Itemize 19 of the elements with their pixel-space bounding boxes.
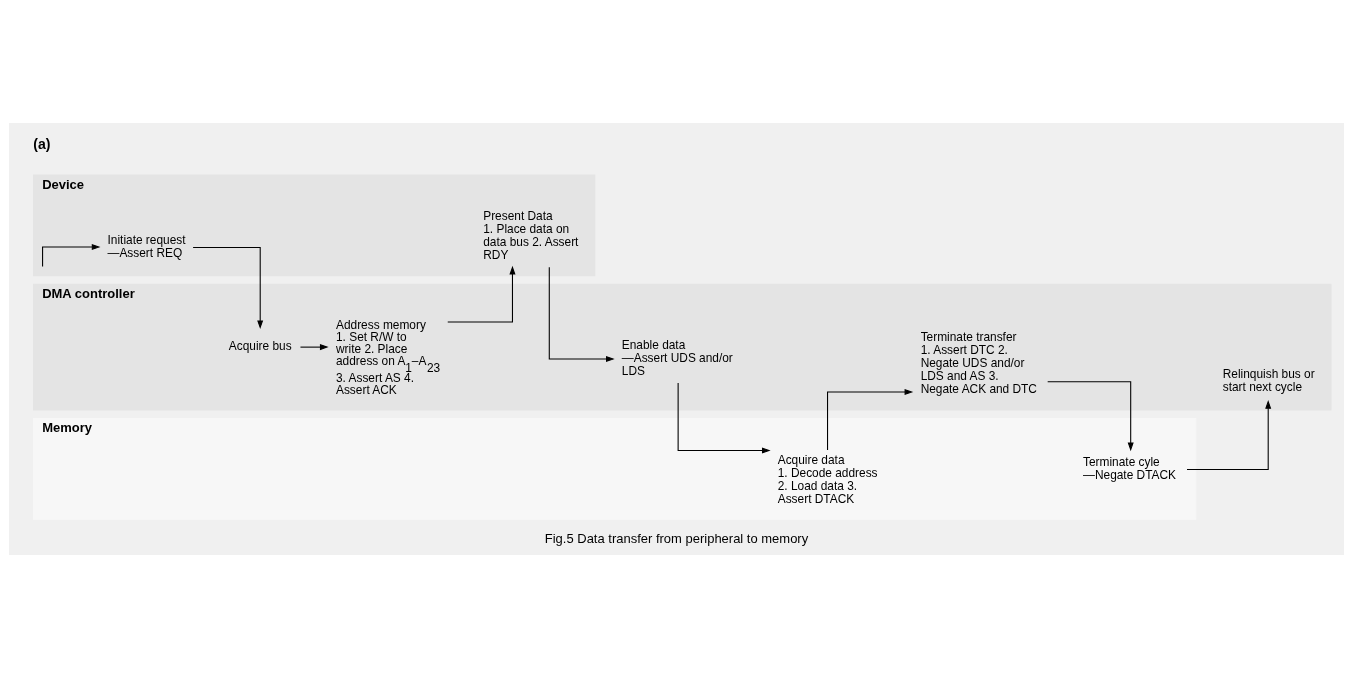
arrow <box>1186 400 1272 470</box>
node-text: Relinquish bus or start next cycle <box>1222 367 1315 395</box>
arrow <box>299 344 329 351</box>
node-text: Initiate request —Assert REQ <box>107 233 186 261</box>
node-text: Present Data 1. Place data on data bus 2. Assert RDY <box>483 209 579 263</box>
arrow <box>827 389 914 451</box>
arrow <box>548 266 615 363</box>
caption: Fig.5 Data transfer from peripheral to memory <box>544 530 809 546</box>
node-text: Acquire bus <box>228 339 292 354</box>
arrow <box>677 382 771 454</box>
arrow <box>447 265 516 323</box>
arrow <box>42 243 101 268</box>
node-text: Terminate transfer 1. Assert DTC 2. Negate UDS and/or LDS and AS 3. Negate ACK and DTC <box>920 330 1037 397</box>
arrow <box>192 246 264 330</box>
arrow <box>1047 381 1134 452</box>
node-text: Acquire data 1. Decode address 2. Load data 3. Assert DTACK <box>777 452 878 506</box>
node-text: Enable data —Assert UDS and/or LDS <box>621 338 733 379</box>
node-text: Terminate cyle —Negate DTACK <box>1083 455 1177 482</box>
label: (a) <box>33 136 51 153</box>
